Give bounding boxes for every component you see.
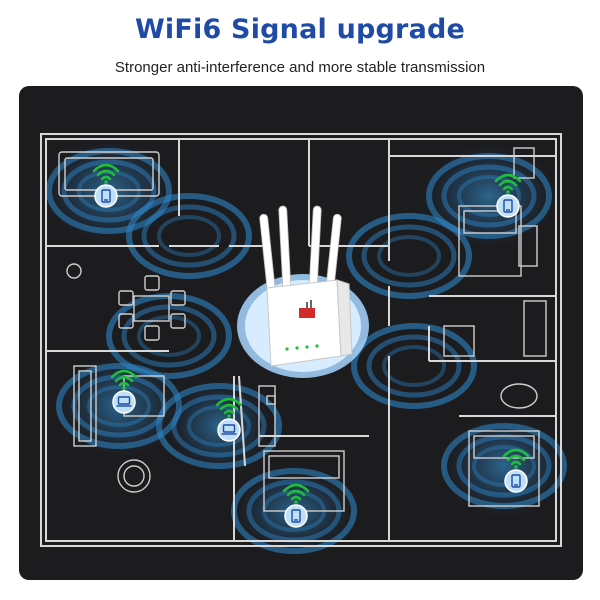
device-bubble: [496, 194, 520, 218]
router: [233, 205, 373, 381]
floor-plan: [19, 86, 583, 580]
device-phone-top-right: [494, 173, 522, 218]
device-bubble: [504, 469, 528, 493]
device-laptop-left: [110, 369, 138, 414]
phone-icon: [503, 199, 513, 213]
wifi-signal-icon: [92, 163, 120, 184]
router-logo: [299, 300, 315, 318]
wifi-signal-icon: [282, 483, 310, 504]
floor-plan-drawing: [39, 133, 569, 556]
phone-icon: [511, 474, 521, 488]
wifi-signal-icon: [502, 448, 530, 469]
laptop-icon: [116, 396, 132, 407]
page-title: WiFi6 Signal upgrade: [134, 14, 466, 45]
laptop-icon: [221, 424, 237, 435]
device-bubble: [217, 418, 241, 442]
device-laptop-center: [215, 397, 243, 442]
device-bubble: [94, 184, 118, 208]
device-bubble: [284, 504, 308, 528]
device-bubble: [112, 390, 136, 414]
device-phone-bottom-right: [502, 448, 530, 493]
device-phone-bottom-center: [282, 483, 310, 528]
wifi-signal-icon: [215, 397, 243, 418]
phone-icon: [101, 189, 111, 203]
phone-icon: [291, 509, 301, 523]
device-phone-top-left: [92, 163, 120, 208]
page-subtitle: Stronger anti-interference and more stab…: [114, 59, 486, 76]
wifi-signal-icon: [494, 173, 522, 194]
device-markers: [92, 163, 530, 528]
walls: [40, 133, 562, 547]
wifi-signal-icon: [110, 369, 138, 390]
